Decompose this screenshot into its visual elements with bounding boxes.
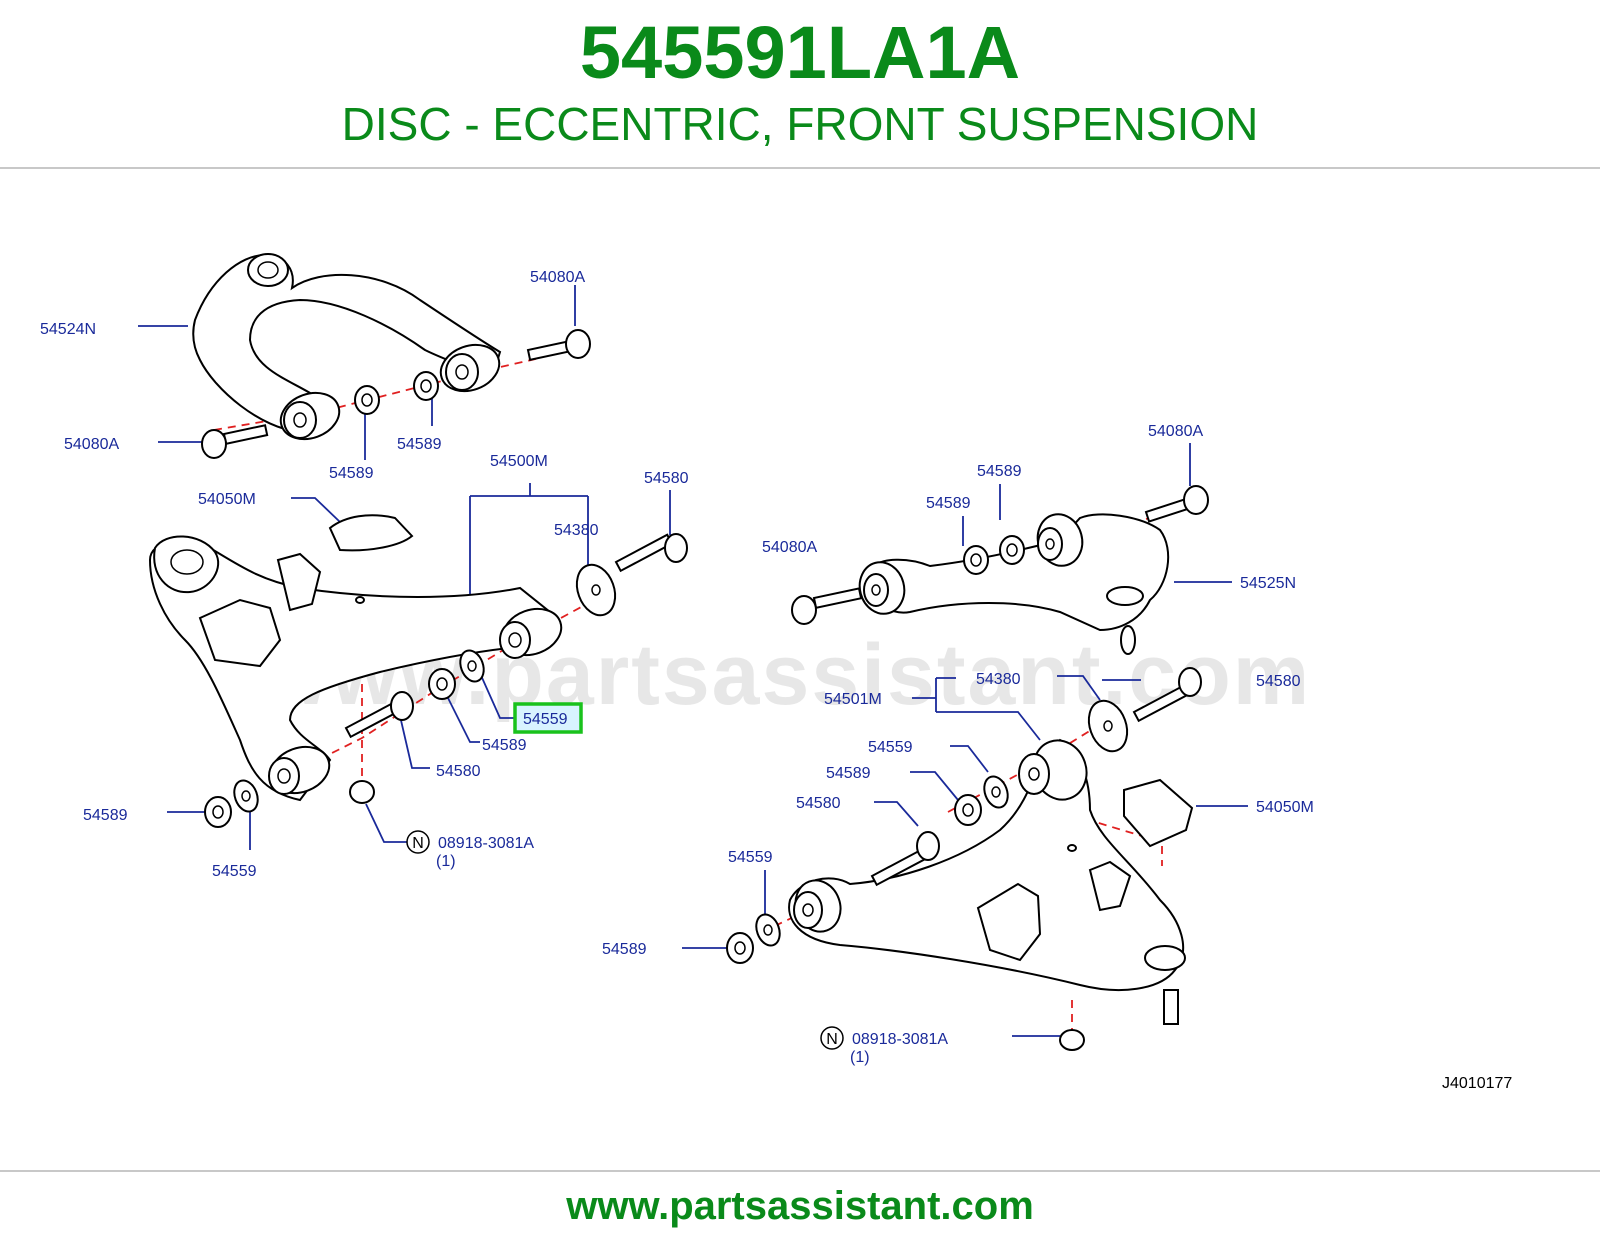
disc-54559-highlighted xyxy=(459,649,485,683)
nut-54589-upper-a xyxy=(354,385,380,415)
bolt-54580-left-b xyxy=(344,691,414,739)
washer-54380-right xyxy=(1087,699,1129,753)
label-54525N: 54525N xyxy=(1240,575,1296,592)
label-08918-3081A: 08918-3081A xyxy=(852,1031,948,1048)
label-54080A: 54080A xyxy=(1148,423,1203,440)
nut-54589-upper-b xyxy=(413,371,439,401)
label-54580: 54580 xyxy=(436,763,481,780)
bolt-54080A-upper-b xyxy=(526,329,591,361)
part-description: DISC - ECCENTRIC, FRONT SUSPENSION xyxy=(341,98,1259,150)
nut-54589-left-c xyxy=(428,668,456,700)
washer-54559-right-c xyxy=(983,775,1009,809)
label-08918-3081A: 08918-3081A xyxy=(438,835,534,852)
upper-control-arm-right xyxy=(858,513,1170,655)
label-54580: 54580 xyxy=(1256,673,1301,690)
n-circle-icon: N xyxy=(820,1026,844,1050)
nut-08918-left xyxy=(349,780,375,804)
washer-54559-left xyxy=(233,779,259,813)
label-54050M: 54050M xyxy=(1256,799,1314,816)
label-54050M: 54050M xyxy=(198,491,256,508)
label-54380: 54380 xyxy=(976,671,1021,688)
part-number-title: 545591LA1A xyxy=(579,11,1021,94)
leader-lines xyxy=(138,285,1248,1037)
label-54589: 54589 xyxy=(926,495,971,512)
nut-54589-left-d xyxy=(204,796,232,828)
bolt-54080A-right-b xyxy=(1144,485,1209,523)
label-quantity: (1) xyxy=(436,853,456,870)
label-54589: 54589 xyxy=(602,941,647,958)
footer-website-link[interactable]: www.partsassistant.com xyxy=(566,1184,1034,1228)
bolt-54580-left-a xyxy=(614,533,688,573)
label-54080A: 54080A xyxy=(762,539,817,556)
label-54080A: 54080A xyxy=(64,436,119,453)
nut-08918-right xyxy=(1059,1029,1085,1051)
bolt-54080A-right-a xyxy=(791,587,863,625)
n-symbol: N xyxy=(826,1031,838,1048)
callout-labels: 54524N 54080A 54080A 54589 54589 54500M … xyxy=(40,269,1314,1066)
label-quantity: (1) xyxy=(850,1049,870,1066)
label-54524N: 54524N xyxy=(40,321,96,338)
label-54589: 54589 xyxy=(977,463,1022,480)
bolt-54580-right-c xyxy=(1132,667,1202,723)
label-54559: 54559 xyxy=(728,849,773,866)
upper-control-arm-left xyxy=(192,253,502,441)
label-54501M: 54501M xyxy=(824,691,882,708)
highlighted-part-box[interactable] xyxy=(513,702,583,734)
label-54589: 54589 xyxy=(329,465,374,482)
label-54580: 54580 xyxy=(644,470,689,487)
label-54559: 54559 xyxy=(212,863,257,880)
lower-control-arm-right xyxy=(788,738,1194,1025)
lower-right-hardware xyxy=(726,667,1202,1051)
washer-54559-right-d xyxy=(755,913,781,947)
nut-54589-right-h xyxy=(726,932,754,964)
label-54500M: 54500M xyxy=(490,453,548,470)
page-header: 545591LA1A DISC - ECCENTRIC, FRONT SUSPE… xyxy=(0,0,1600,170)
label-54589: 54589 xyxy=(826,765,871,782)
label-54580: 54580 xyxy=(796,795,841,812)
upper-left-hardware xyxy=(201,329,591,459)
label-54380: 54380 xyxy=(554,522,599,539)
lower-control-arm-left xyxy=(148,514,563,802)
n-symbol: N xyxy=(412,835,424,852)
header-divider xyxy=(0,167,1600,169)
label-54559-highlighted[interactable]: 54559 xyxy=(523,711,568,728)
label-54080A: 54080A xyxy=(530,269,585,286)
footer-divider xyxy=(0,1170,1600,1172)
label-54559: 54559 xyxy=(868,739,913,756)
nut-54589-right-f xyxy=(999,535,1025,565)
label-54589: 54589 xyxy=(83,807,128,824)
label-54589: 54589 xyxy=(397,436,442,453)
washer-54380-left xyxy=(575,563,617,617)
upper-right-hardware xyxy=(791,485,1209,625)
diagram-code: J4010177 xyxy=(1442,1075,1512,1092)
nut-54589-right-e xyxy=(963,545,989,575)
label-54589: 54589 xyxy=(482,737,527,754)
nut-54589-right-g xyxy=(954,794,982,826)
bolt-54080A-upper-a xyxy=(201,424,269,459)
bolt-54580-right-d xyxy=(870,831,940,887)
lower-left-hardware xyxy=(204,533,688,828)
n-circle-icon: N xyxy=(406,830,430,854)
